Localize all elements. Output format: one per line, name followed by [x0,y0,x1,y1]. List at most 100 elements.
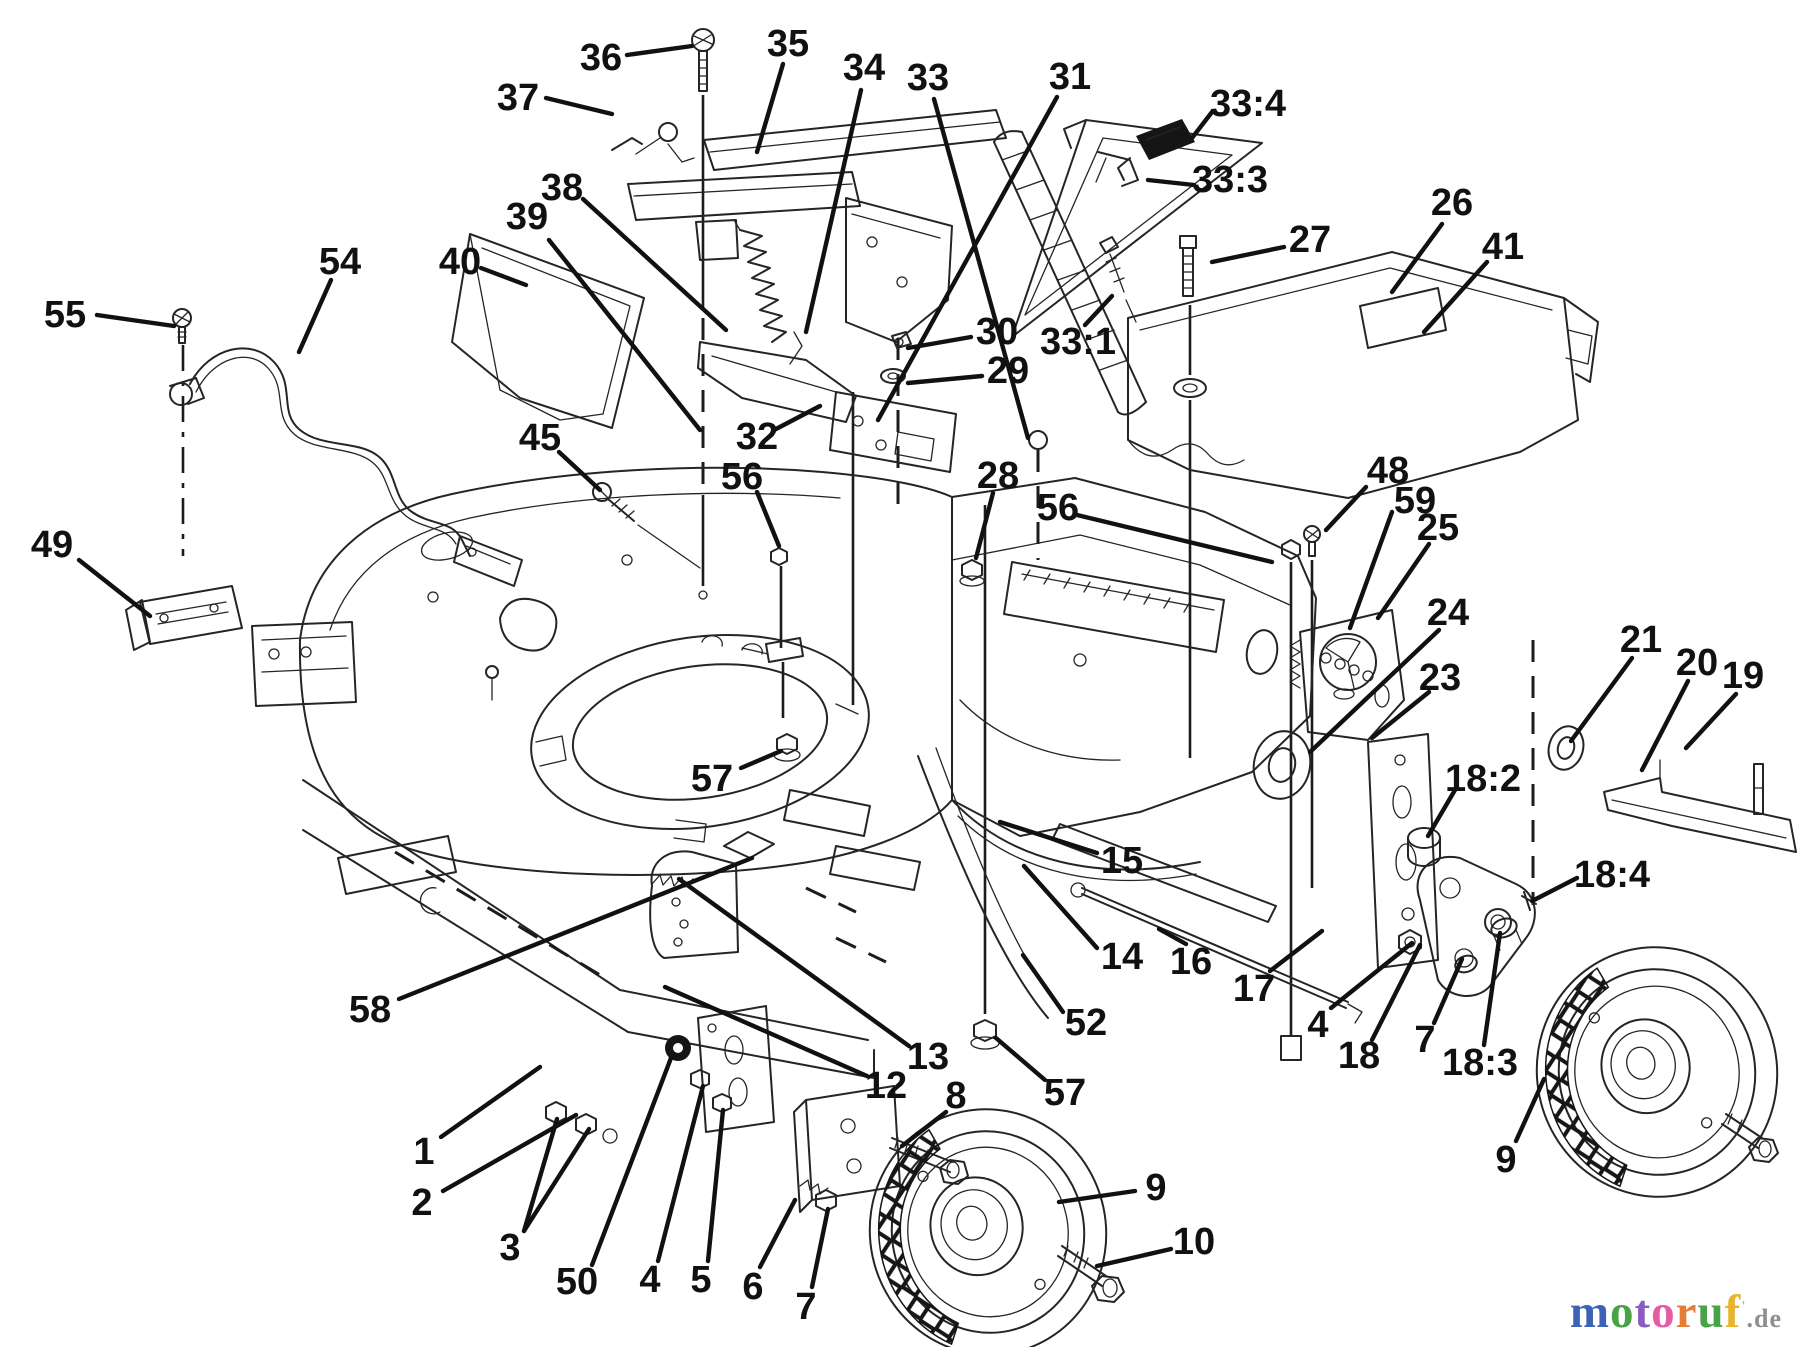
part-label-25: 25 [1417,507,1459,549]
adjuster-mount-right [1252,525,1439,969]
leader-line-45 [556,449,603,493]
logo-letter: o [1610,1286,1635,1338]
part-label-55: 55 [44,294,86,336]
front-wheel [868,1108,1108,1347]
part-label-38: 38 [541,167,583,209]
leader-line-37 [543,95,615,117]
logo-letter: o [1651,1286,1676,1338]
part-label-48: 48 [1367,450,1409,492]
part-label-37: 37 [497,77,539,119]
logo: motoruf'.de [1570,1285,1782,1339]
leader-line-56 [1074,512,1275,565]
leader-line-33:3 [1145,177,1197,188]
leader-line-50 [589,1055,674,1268]
rear-axle-bolt [1721,1113,1779,1163]
part-label-7: 7 [1414,1019,1435,1061]
leader-line-24 [1307,627,1442,755]
part-label-49: 49 [31,524,73,566]
part-label-19: 19 [1722,655,1764,697]
part-label-14: 14 [1101,936,1143,978]
part-label-32: 32 [736,416,778,458]
part-label-36: 36 [580,37,622,79]
stabilizer-rod [169,347,523,587]
part-label-20: 20 [1676,642,1718,684]
part-label-59: 59 [1394,480,1436,522]
part-label-8: 8 [945,1075,966,1117]
part-label-40: 40 [439,241,481,283]
discharge-chute [451,233,645,429]
rear-wheel [1535,946,1779,1198]
part-label-57: 57 [691,758,733,800]
part-label-18:4: 18:4 [1574,854,1650,896]
part-label-7: 7 [795,1286,816,1328]
leader-line-35 [754,61,786,155]
leader-line-52 [1020,952,1066,1015]
part-label-45: 45 [519,417,561,459]
leader-line-1 [438,1064,543,1140]
part-label-13: 13 [907,1036,949,1078]
part-label-30: 30 [976,311,1018,353]
part-label-56: 56 [1037,487,1079,529]
cable-clamp [125,585,243,651]
part-label-33:4: 33:4 [1210,83,1286,125]
leader-line-6 [757,1197,798,1270]
part-label-2: 2 [411,1182,432,1224]
part-label-57: 57 [1044,1072,1086,1114]
leader-line-18 [1369,942,1423,1043]
leader-line-17 [1267,928,1325,974]
part-label-35: 35 [767,23,809,65]
leader-line-15 [997,819,1100,856]
leader-line-36 [624,43,695,58]
leader-line-40 [478,265,529,288]
front-axle-bolt [1057,1245,1125,1303]
leader-line-32 [773,403,823,432]
part-label-18: 18 [1338,1035,1380,1077]
leader-line-4 [1328,940,1415,1011]
leader-line-56 [754,489,782,549]
leader-line-58 [396,855,755,1002]
logo-letter: u [1697,1286,1725,1338]
leader-line-9 [1056,1188,1138,1205]
part-label-18:2: 18:2 [1445,758,1521,800]
mower-deck [251,466,953,1079]
leader-line-10 [1094,1246,1174,1269]
leader-line-16 [1156,926,1189,947]
leader-line-57 [993,1035,1048,1083]
part-label-33: 33 [907,57,949,99]
leader-line-27 [1209,244,1287,265]
leader-line-3 [521,1126,592,1234]
part-label-33:3: 33:3 [1192,159,1268,201]
leader-line-18:2 [1425,787,1458,839]
leader-line-30 [905,334,974,351]
handle-assembly [611,28,1263,473]
part-label-17: 17 [1233,968,1275,1010]
part-label-16: 16 [1170,941,1212,983]
leader-line-26 [1389,221,1445,295]
leader-line-34 [803,87,864,335]
part-label-50: 50 [556,1261,598,1303]
part-label-1: 1 [413,1131,434,1173]
leader-line-41 [1421,259,1490,335]
leader-line-28 [973,490,996,561]
leader-line-8 [899,1109,949,1149]
part-label-24: 24 [1427,592,1469,634]
leader-line-4 [655,1083,706,1264]
leader-line-18:3 [1481,930,1503,1048]
leader-line-5 [705,1107,726,1264]
part-label-28: 28 [977,455,1019,497]
part-label-56: 56 [721,456,763,498]
part-label-33:1: 33:1 [1040,321,1116,363]
part-label-41: 41 [1482,226,1524,268]
leader-line-38 [580,196,729,333]
logo-letters: motoruf [1570,1286,1741,1338]
leader-line-13 [676,876,912,1049]
leader-line-25 [1375,541,1432,621]
part-label-52: 52 [1065,1002,1107,1044]
part-label-3: 3 [499,1227,520,1269]
leader-line-49 [76,557,153,619]
leader-line-7 [809,1206,831,1290]
part-label-54: 54 [319,241,361,283]
part-label-21: 21 [1620,619,1662,661]
part-label-9: 9 [1145,1167,1166,1209]
